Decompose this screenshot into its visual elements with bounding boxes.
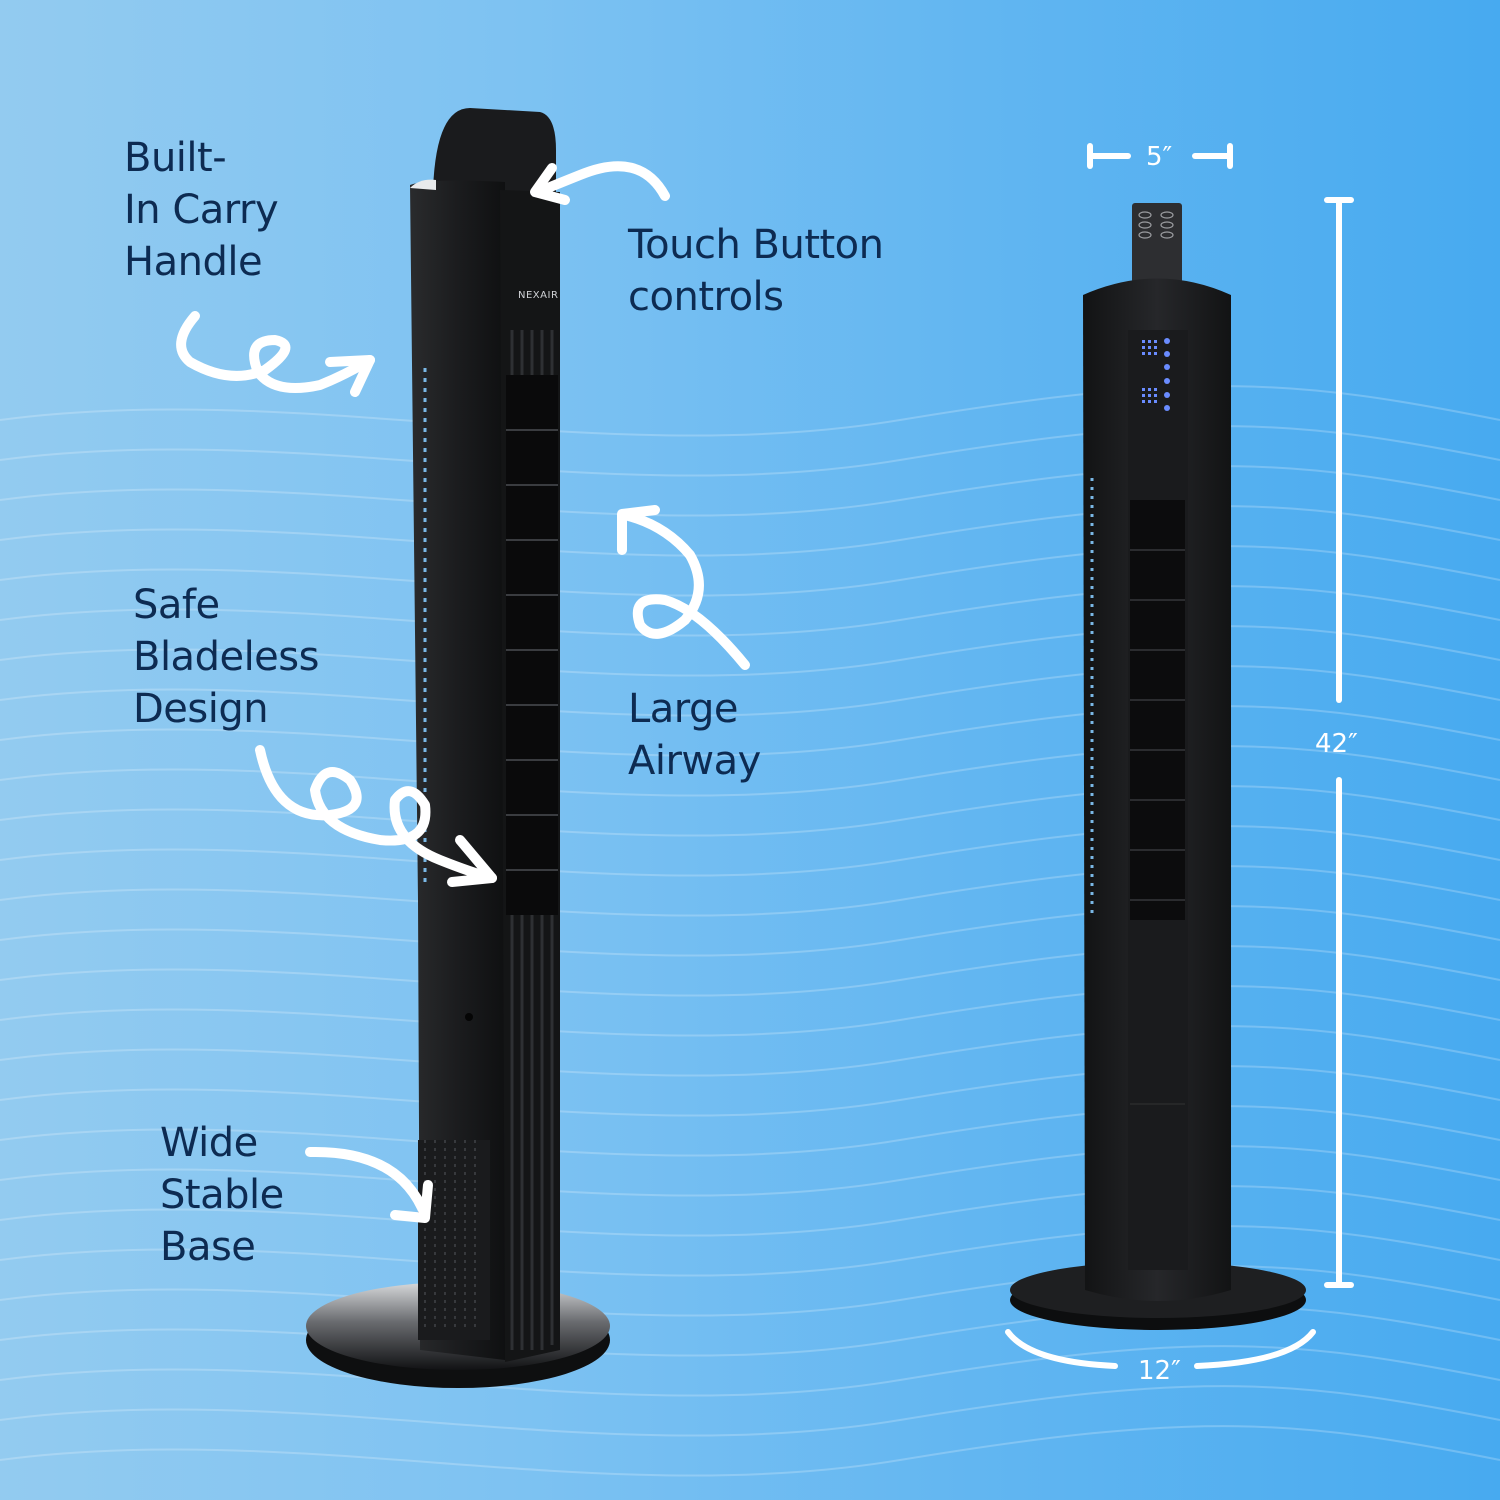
- callout-wide-base: Wide Stable Base: [160, 1120, 284, 1270]
- loop-arrow-icon: [620, 510, 750, 670]
- dimension-base-diameter: 12″: [1138, 1356, 1181, 1386]
- callout-carry-handle: Built- In Carry Handle: [124, 135, 279, 285]
- dimension-height: 42″: [1315, 729, 1358, 759]
- dimension-width: 5″: [1146, 142, 1173, 172]
- loop-arrow-icon: [255, 745, 497, 883]
- curved-arrow-icon: [305, 1146, 430, 1220]
- callout-large-airway: Large Airway: [628, 686, 761, 784]
- curly-arrow-icon: [176, 311, 375, 393]
- curved-arrow-icon: [533, 161, 670, 201]
- callout-bladeless-design: Safe Bladeless Design: [133, 582, 319, 732]
- callout-touch-controls: Touch Button controls: [628, 222, 884, 320]
- nexair-logo: NEXAIR: [518, 290, 559, 301]
